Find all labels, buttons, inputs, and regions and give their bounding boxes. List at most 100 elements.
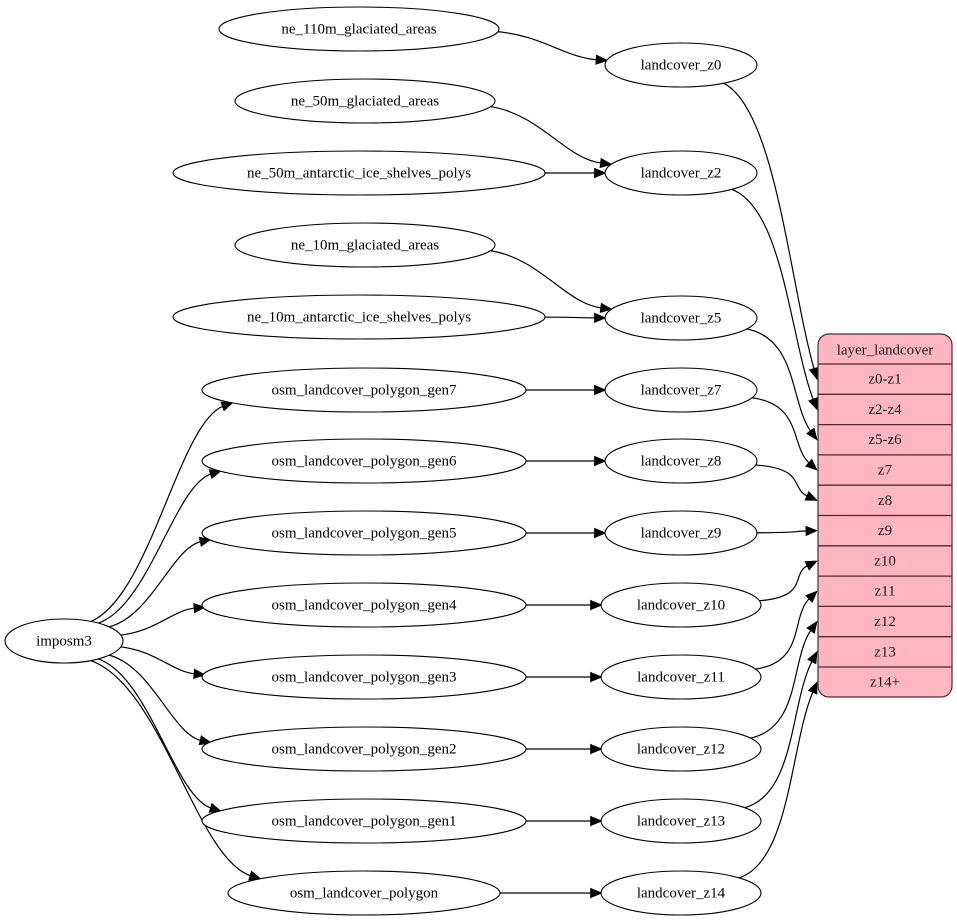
node-ne_10m_antarctic_ice_shelves_polys[interactable]: ne_10m_antarctic_ice_shelves_polys (172, 294, 546, 340)
node-shape (600, 654, 762, 700)
node-shape (600, 582, 762, 628)
nodes-layer: imposm3 ne_110m_glaciated_areas ne_50m_gla… (4, 6, 762, 916)
node-label: landcover_z5 (641, 310, 722, 326)
edge-line (90, 659, 252, 877)
node-shape (604, 438, 758, 484)
node-osm_landcover_polygon_gen4[interactable]: osm_landcover_polygon_gen4 (201, 582, 527, 628)
node-landcover_z12[interactable]: landcover_z12 (600, 726, 762, 772)
edge-arrowhead (594, 384, 607, 396)
edge-arrowhead (599, 157, 613, 169)
edge-line (738, 691, 814, 879)
node-ne_50m_antarctic_ice_shelves_polys[interactable]: ne_50m_antarctic_ice_shelves_polys (172, 150, 546, 196)
node-osm_landcover_polygon_gen7[interactable]: osm_landcover_polygon_gen7 (201, 367, 527, 413)
table-row[interactable]: z8 (818, 493, 952, 517)
node-landcover_z9[interactable]: landcover_z9 (604, 510, 758, 556)
edge-arrowhead (220, 401, 234, 412)
node-landcover_z13[interactable]: landcover_z13 (600, 798, 762, 844)
node-landcover_z14[interactable]: landcover_z14 (600, 870, 762, 916)
node-landcover_z7[interactable]: landcover_z7 (604, 367, 758, 413)
node-osm_landcover_polygon_gen3[interactable]: osm_landcover_polygon_gen3 (201, 654, 527, 700)
node-label: landcover_z7 (641, 382, 722, 398)
edge-line (97, 473, 212, 624)
node-shape (172, 150, 546, 196)
table-row[interactable]: z13 (818, 644, 952, 668)
edge-line (488, 249, 602, 309)
node-ne_50m_glaciated_areas[interactable]: ne_50m_glaciated_areas (234, 78, 496, 124)
table-row[interactable]: z12 (818, 614, 952, 638)
node-landcover_z10[interactable]: landcover_z10 (600, 582, 762, 628)
node-shape (600, 870, 762, 916)
node-label: osm_landcover_polygon_gen7 (272, 382, 457, 398)
table-row[interactable]: z9 (818, 523, 952, 547)
table-row-label: z9 (878, 523, 892, 539)
node-landcover_z2[interactable]: landcover_z2 (604, 150, 758, 196)
node-shape (604, 295, 758, 341)
edge-arrowhead (594, 527, 607, 539)
table-row[interactable]: z7 (818, 462, 952, 486)
node-shape (201, 367, 527, 413)
node-label: landcover_z11 (637, 669, 725, 685)
node-shape (600, 798, 762, 844)
node-shape (234, 222, 496, 268)
node-landcover_z0[interactable]: landcover_z0 (604, 42, 758, 88)
edge-line (750, 397, 810, 464)
node-imposm3[interactable]: imposm3 (4, 618, 124, 664)
edge-arrowhead (805, 525, 819, 537)
edge-arrowhead (594, 167, 607, 179)
table-row[interactable]: z0-z1 (818, 372, 952, 395)
table-row[interactable]: z10 (818, 553, 952, 577)
node-osm_landcover_polygon_gen2[interactable]: osm_landcover_polygon_gen2 (201, 726, 527, 772)
edge-arrowhead (590, 671, 603, 683)
table-row-label: z14+ (870, 675, 900, 691)
node-label: ne_50m_glaciated_areas (291, 93, 439, 109)
table-row-label: z12 (874, 614, 896, 630)
node-shape (201, 798, 527, 844)
table-row[interactable]: z11 (818, 584, 952, 608)
node-shape (201, 654, 527, 700)
table-row[interactable]: z5-z6 (818, 432, 952, 456)
node-shape (201, 510, 527, 556)
table-row[interactable]: z14+ (870, 675, 900, 691)
node-shape (4, 618, 124, 664)
node-shape (227, 870, 501, 916)
edge-line (757, 564, 809, 602)
node-shape (600, 726, 762, 772)
node-label: osm_landcover_polygon_gen4 (272, 597, 457, 613)
layer-landcover-table: layer_landcover z0-z1 z2-z4 z5-z6 z7 z8 z9 z10 z… (817, 333, 953, 698)
node-shape (172, 294, 546, 340)
edge-arrowhead (805, 590, 818, 603)
node-label: ne_110m_glaciated_areas (281, 21, 436, 37)
node-label: osm_landcover_polygon_gen5 (272, 525, 457, 541)
table-row-label: z11 (874, 584, 895, 600)
node-shape (604, 367, 758, 413)
edge-line (541, 316, 596, 319)
table-row-label: z0-z1 (868, 372, 901, 388)
edge-line (745, 328, 812, 433)
node-osm_landcover_polygon_gen5[interactable]: osm_landcover_polygon_gen5 (201, 510, 527, 556)
node-osm_landcover_polygon_gen1[interactable]: osm_landcover_polygon_gen1 (201, 798, 527, 844)
table-header-label: layer_landcover (837, 342, 934, 358)
node-landcover_z8[interactable]: landcover_z8 (604, 438, 758, 484)
table-row[interactable]: z2-z4 (818, 402, 952, 426)
edge-line (749, 629, 812, 739)
node-shape (201, 582, 527, 628)
edge-line (723, 82, 815, 370)
edge-arrowhead (590, 815, 603, 827)
node-ne_10m_glaciated_areas[interactable]: ne_10m_glaciated_areas (234, 222, 496, 268)
edge-arrowhead (594, 455, 607, 467)
node-landcover_z5[interactable]: landcover_z5 (604, 295, 758, 341)
node-shape (234, 78, 496, 124)
node-osm_landcover_polygon[interactable]: osm_landcover_polygon (227, 870, 501, 916)
edge-line (755, 530, 808, 534)
node-label: osm_landcover_polygon_gen1 (272, 813, 457, 829)
node-ne_110m_glaciated_areas[interactable]: ne_110m_glaciated_areas (218, 6, 500, 52)
edge-arrowhead (806, 620, 818, 634)
node-label: ne_10m_antarctic_ice_shelves_polys (247, 309, 471, 325)
node-osm_landcover_polygon_gen6[interactable]: osm_landcover_polygon_gen6 (201, 438, 527, 484)
node-landcover_z11[interactable]: landcover_z11 (600, 654, 762, 700)
node-label: landcover_z2 (641, 165, 722, 181)
table-row-label: z8 (878, 493, 892, 509)
edge-arrowhead (590, 887, 603, 899)
edge-line (495, 30, 598, 61)
